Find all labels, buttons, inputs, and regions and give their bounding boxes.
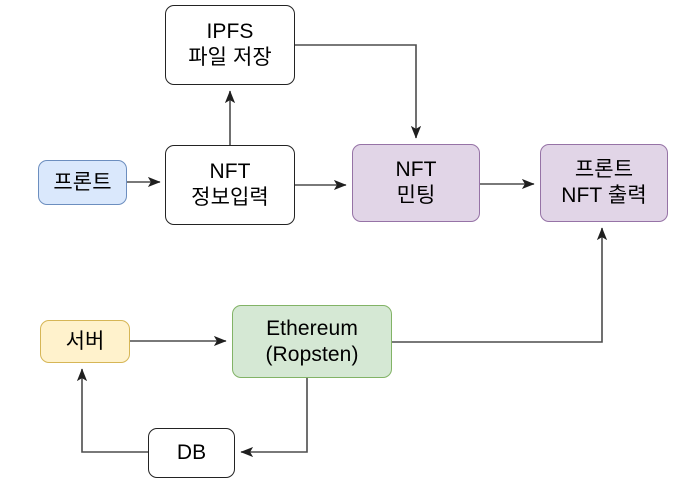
node-nft-minting[interactable]: NFT 민팅 bbox=[352, 144, 480, 222]
node-label-front: 프론트 bbox=[53, 170, 112, 194]
node-label-front-nft-output: 프론트 NFT 출력 bbox=[561, 158, 647, 207]
node-server[interactable]: 서버 bbox=[40, 320, 130, 363]
node-label-db: DB bbox=[176, 441, 207, 465]
node-front-nft-output[interactable]: 프론트 NFT 출력 bbox=[540, 144, 668, 222]
node-db[interactable]: DB bbox=[148, 428, 235, 478]
node-label-nft-info-input: NFT 정보입력 bbox=[191, 160, 269, 209]
edge-ethereum-to-front-output bbox=[392, 227, 608, 343]
node-label-nft-minting: NFT 민팅 bbox=[395, 158, 437, 207]
node-front[interactable]: 프론트 bbox=[38, 160, 127, 205]
node-ipfs[interactable]: IPFS 파일 저장 bbox=[165, 5, 295, 85]
node-label-server: 서버 bbox=[65, 329, 105, 353]
node-ethereum[interactable]: Ethereum (Ropsten) bbox=[232, 305, 392, 378]
node-label-ethereum: Ethereum (Ropsten) bbox=[265, 316, 359, 366]
edges-group bbox=[76, 44, 608, 458]
node-nft-info-input[interactable]: NFT 정보입력 bbox=[165, 145, 295, 225]
edge-db-to-server bbox=[76, 368, 148, 453]
node-label-ipfs: IPFS 파일 저장 bbox=[188, 20, 272, 69]
edge-ipfs-to-nft-minting bbox=[295, 44, 422, 139]
edge-ethereum-to-db bbox=[240, 378, 308, 458]
